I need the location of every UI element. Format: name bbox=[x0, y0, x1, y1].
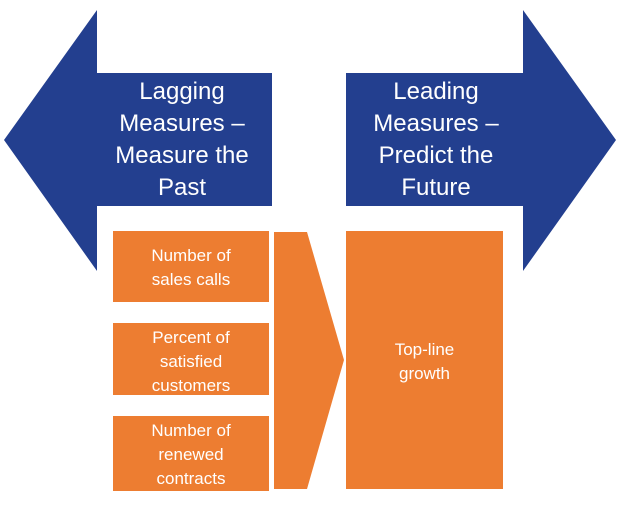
satisfied-customers-label: Percent of satisfied customers bbox=[151, 328, 231, 395]
sales-calls-label: Number of sales calls bbox=[151, 246, 231, 289]
top-line-growth-box bbox=[346, 231, 503, 489]
lagging-measure-box-3 bbox=[113, 416, 269, 491]
leading-measures-label: Leading Measures – Predict the Future bbox=[373, 78, 499, 201]
renewed-contracts-label: Number of renewed contracts bbox=[151, 421, 231, 488]
left-arrow-icon bbox=[4, 10, 272, 271]
lagging-measure-box-2 bbox=[113, 323, 269, 395]
top-line-growth-label: Top-line growth bbox=[394, 340, 455, 383]
lagging-measures-label: Lagging Measures – Measure the Past bbox=[115, 78, 249, 201]
lagging-measure-box-1 bbox=[113, 231, 269, 302]
chevron-right-icon bbox=[274, 232, 344, 489]
right-arrow-icon bbox=[346, 10, 616, 271]
